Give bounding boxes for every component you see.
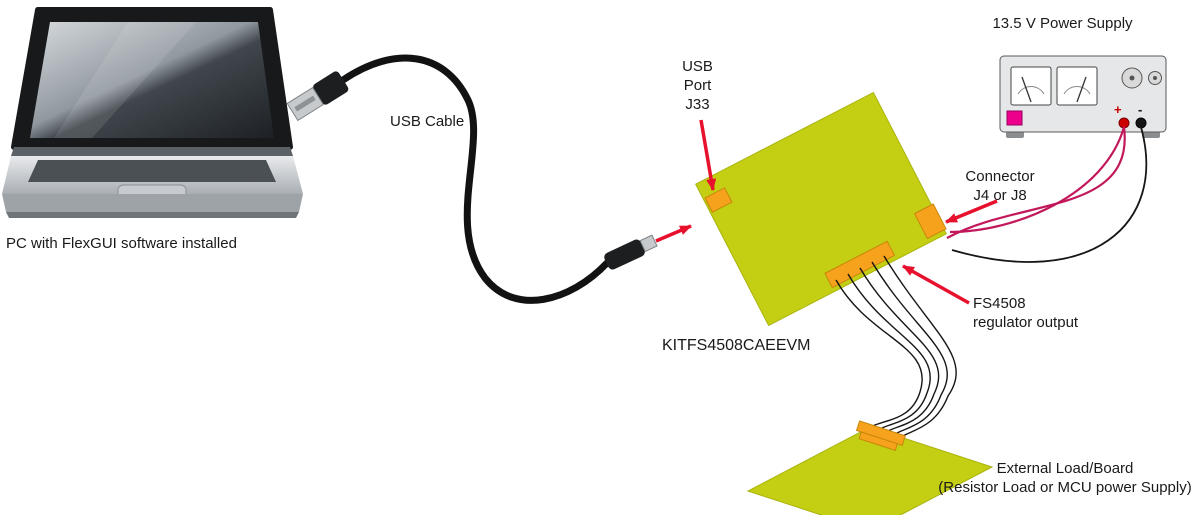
usb-port-j33: [704, 187, 733, 213]
laptop-screen-glare: [54, 22, 196, 138]
regulator-output-label: FS4508 regulator output: [973, 294, 1078, 332]
evm-board: [695, 91, 947, 327]
usb-cable-label: USB Cable: [390, 113, 465, 130]
laptop: [2, 7, 303, 218]
meter-needle-left: [1021, 76, 1032, 103]
evm-board-pcb: [695, 91, 947, 327]
external-load-board: [746, 420, 994, 515]
power-supply-foot-right: [1142, 131, 1160, 138]
usb-port-label-line1: USB: [682, 58, 713, 75]
supply-wire-positive-2: [946, 126, 1126, 239]
regulator-label-line2: regulator output: [973, 314, 1079, 331]
regulator-label-line1: FS4508: [973, 295, 1026, 312]
minus-terminal-label: -: [1138, 102, 1143, 117]
load-wire-bundle: [835, 255, 957, 442]
arrow-usb-plug-direction: [655, 224, 692, 243]
supply-wire-negative: [951, 126, 1148, 263]
fs4508-output-connector: [824, 240, 896, 289]
load-wire: [835, 279, 923, 432]
load-wire: [847, 273, 931, 435]
usb-port-label-line2: Port: [683, 77, 712, 94]
terminal-positive: [1118, 117, 1130, 129]
load-wire: [883, 255, 957, 442]
laptop-screen: [30, 22, 274, 138]
usb-a-overmold: [313, 71, 349, 105]
usb-port-j33-label: USB Port J33: [660, 57, 735, 114]
connector-j4-j8-label: Connector J4 or J8: [940, 167, 1060, 205]
pc-label: PC with FlexGUI software installed: [6, 235, 237, 252]
power-supply-foot-left: [1006, 131, 1024, 138]
arrow-regulator-output: [902, 264, 970, 305]
meter-scale-left: [1017, 85, 1045, 95]
laptop-keyboard: [28, 160, 276, 182]
usb-a-slot: [294, 95, 316, 112]
plus-terminal-label: +: [1114, 102, 1122, 117]
laptop-hinge: [11, 147, 293, 156]
power-supply-label: 13.5 V Power Supply: [992, 15, 1133, 32]
arrow-usb-port-j33: [699, 119, 717, 191]
external-load-label: External Load/Board (Resistor Load or MC…: [932, 459, 1198, 497]
usb-port-label-line3: J33: [685, 96, 710, 113]
usb-a-connector: [286, 71, 349, 122]
external-connector-bottom: [858, 431, 899, 452]
connector-j4-j8: [913, 203, 947, 240]
knob-small-dot: [1153, 76, 1157, 80]
connector-label-line1: Connector: [965, 168, 1035, 185]
laptop-bottom-edge: [6, 212, 299, 218]
power-button: [1006, 110, 1023, 126]
usb-mini-tip: [639, 234, 658, 253]
load-wire: [871, 261, 948, 440]
evm-board-label: KITFS4508CAEEVM: [662, 337, 811, 354]
usb-mini-overmold: [604, 239, 645, 270]
arrow-connector-j4-j8: [945, 199, 998, 224]
external-board-connector: [855, 420, 906, 452]
knob-large-dot: [1129, 75, 1135, 81]
usb-cable: [339, 54, 611, 304]
load-wire: [859, 267, 940, 437]
load-label-line2: (Resistor Load or MCU power Supply): [938, 479, 1192, 496]
external-board-pcb: [746, 426, 994, 515]
usb-mini-connector: [604, 234, 658, 270]
terminal-negative: [1135, 117, 1147, 129]
laptop-front-edge: [2, 194, 303, 212]
meter-needle-right: [1076, 76, 1087, 103]
connector-label-line2: J4 or J8: [973, 187, 1027, 204]
load-label-line1: External Load/Board: [996, 460, 1134, 477]
meter-scale-right: [1063, 85, 1091, 95]
power-supply: [999, 55, 1167, 138]
